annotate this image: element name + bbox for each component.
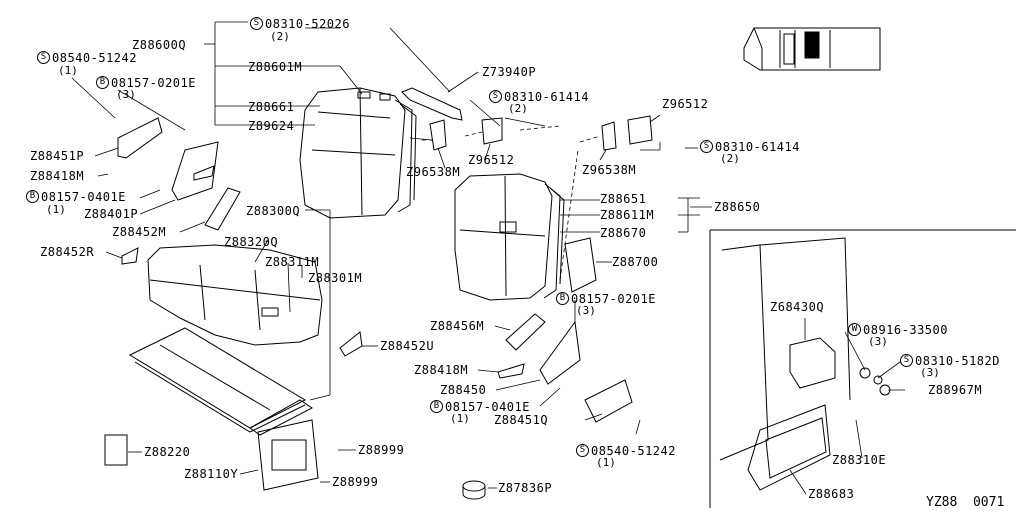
fastener-prefix-icon: B [556,292,569,305]
label-z88220: Z88220 [144,445,191,459]
bracket-z96512-a [481,117,503,145]
fastener-prefix-icon: B [430,400,443,413]
strap-right [505,313,546,351]
label-z88651: Z88651 [600,192,647,206]
label-z88320q: Z88320Q [224,235,279,249]
cover-z88110y [257,419,319,491]
fastener-prefix-icon: S [700,140,713,153]
label-z88310e: Z88310E [832,453,887,467]
headrest-cushion [564,237,597,293]
rear-seatback-lower [454,173,565,301]
fastener-qty: (3) [868,335,888,348]
fastener-number: 08157-0401E [445,400,530,414]
fastener-qty: (3) [576,304,596,317]
label-z88999-a: Z88999 [358,443,405,457]
label-z89624: Z89624 [248,119,295,133]
seat-frame [128,327,313,436]
fastener-prefix-icon: S [250,17,263,30]
strap-left [204,187,241,231]
fastener-number: 08540-51242 [591,444,676,458]
hinge-z96538m-b [601,121,617,151]
label-z88451p: Z88451P [30,149,85,163]
diagram-code: YZ88 0071 [926,495,1005,510]
label-z96512-a: Z96512 [468,153,515,167]
fastener-qty: (3) [116,88,136,101]
label-z88600q: Z88600Q [132,38,187,52]
label-z88110y: Z88110Y [184,467,239,481]
label-z88300q: Z88300Q [246,204,301,218]
lever-right [497,363,525,379]
label-z88452r: Z88452R [40,245,95,259]
label-z87836p: Z87836P [498,481,553,495]
fastener-number: 08310-52026 [265,17,350,31]
fastener-qty: (1) [46,203,66,216]
label-z88401p: Z88401P [84,207,139,221]
label-z88456m: Z88456M [430,319,485,333]
fastener-number: 08310-61414 [715,140,800,154]
label-z96512-b: Z96512 [662,97,709,111]
leader-lines [71,21,905,495]
fastener-qty: (1) [450,412,470,425]
rear-seatback-upper [299,87,417,219]
fastener-qty: (2) [508,102,528,115]
fastener-qty: (1) [58,64,78,77]
label-z88700: Z88700 [612,255,659,269]
label-z96538m-a: Z96538M [406,165,461,179]
fastener-prefix-icon: S [576,444,589,457]
label-z73940p: Z73940P [482,65,537,79]
label-z88999-b: Z88999 [332,475,379,489]
fastener-number: 08157-0401E [41,190,126,204]
fastener-prefix-icon: S [900,354,913,367]
label-z88601m: Z88601M [248,60,303,74]
bracket-z96512-b [627,115,653,145]
label-z88967m: Z88967M [928,383,983,397]
fastener-number: 08310-61414 [504,90,589,104]
fastener-number: 08310-5182D [915,354,1000,368]
hinge-cover-left [117,117,163,159]
lever-left [193,165,215,181]
fastener-qty: (1) [596,456,616,469]
seat-cushion [147,244,323,346]
box-z88220 [104,434,128,466]
label-z88451q: Z88451Q [494,413,549,427]
fastener-prefix-icon: B [96,76,109,89]
fastener-qty: (2) [720,152,740,165]
fastener-prefix-icon: W [848,323,861,336]
label-z88418m-b: Z88418M [414,363,469,377]
fastener-number: 08157-0201E [111,76,196,90]
fastener-qty: (2) [270,30,290,43]
hinge-cover-right [584,379,633,423]
label-z88301m: Z88301M [308,271,363,285]
cap-z87836p [462,480,486,492]
hinge-bracket-right [539,320,581,385]
fastener-qty: (3) [920,366,940,379]
fastener-prefix-icon: S [489,90,502,103]
fastener-number: 08157-0201E [571,292,656,306]
label-z88661: Z88661 [248,100,295,114]
label-z88683: Z88683 [808,487,855,501]
cover-z88452u [339,331,363,357]
hinge-z96538m-a [429,119,447,151]
label-z88650: Z88650 [714,200,761,214]
label-z88452u: Z88452U [380,339,435,353]
label-z88452m: Z88452M [112,225,167,239]
fastener-prefix-icon: S [37,51,50,64]
inset-interior [719,237,891,491]
label-z68430q: Z68430Q [770,300,825,314]
handle-part [401,87,463,121]
fastener-number: 08540-51242 [52,51,137,65]
label-z88611m: Z88611M [600,208,655,222]
cover-z88452r [121,247,139,265]
label-z96538m-b: Z96538M [582,163,637,177]
label-z88311m: Z88311M [265,255,320,269]
label-z88418m-a: Z88418M [30,169,85,183]
label-z88670: Z88670 [600,226,647,240]
vehicle-locator-icon [743,27,881,71]
hinge-bracket-left [171,141,219,201]
label-z88450: Z88450 [440,383,487,397]
fastener-prefix-icon: B [26,190,39,203]
fastener-number: 08916-33500 [863,323,948,337]
